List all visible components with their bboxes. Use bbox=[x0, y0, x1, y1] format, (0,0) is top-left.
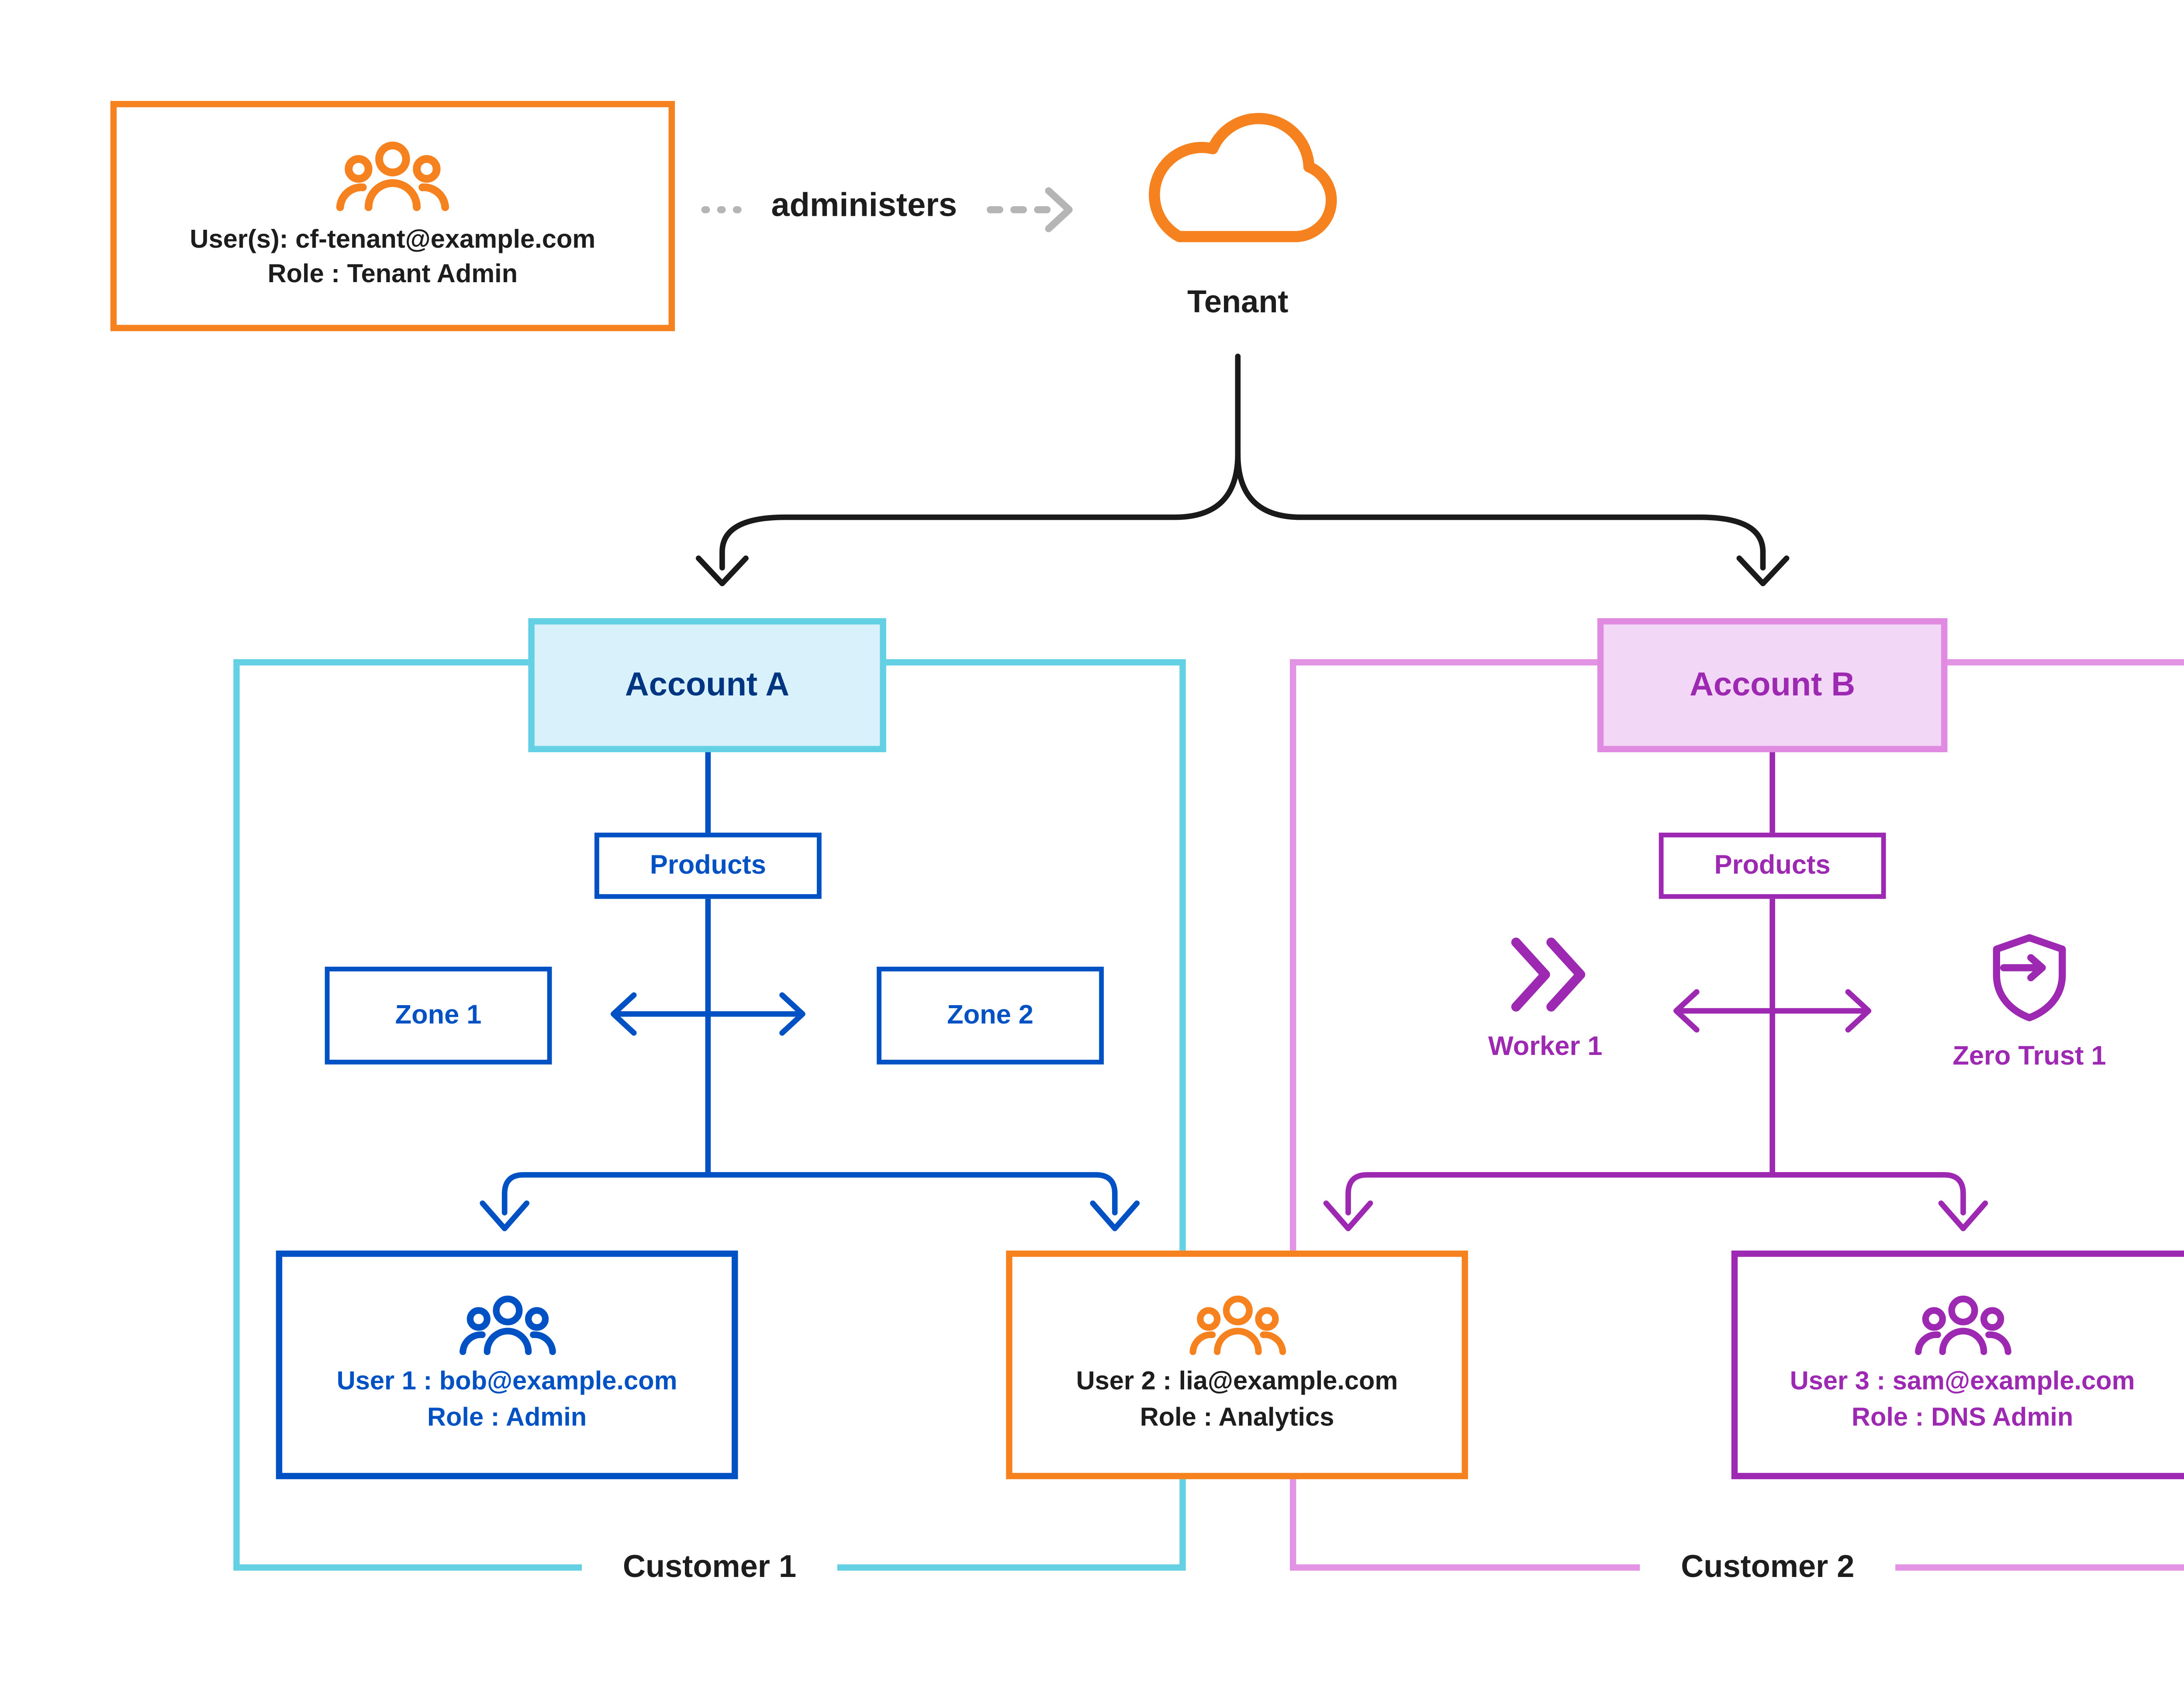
customer-1-label: Customer 1 bbox=[582, 1547, 837, 1590]
customer-2-label: Customer 2 bbox=[1640, 1547, 1896, 1590]
zero-trust-icon bbox=[1984, 930, 2075, 1025]
users-icon bbox=[1914, 1295, 2011, 1358]
user-3-box: User 3 : sam@example.com Role : DNS Admi… bbox=[1731, 1250, 2184, 1480]
zero-trust-item: Zero Trust 1 bbox=[1895, 930, 2163, 1072]
user-2-box: User 2 : lia@example.com Role : Analytic… bbox=[1006, 1250, 1468, 1480]
user-3-role: Role : DNS Admin bbox=[1851, 1403, 2073, 1432]
worker-label: Worker 1 bbox=[1488, 1031, 1603, 1062]
tenant-admin-role-line: Role : Tenant Admin bbox=[267, 260, 518, 289]
account-a-box: Account A bbox=[528, 618, 886, 752]
users-icon bbox=[1188, 1295, 1286, 1358]
users-icon bbox=[458, 1295, 556, 1358]
products-b-box: Products bbox=[1659, 833, 1886, 899]
zone-1-box: Zone 1 bbox=[325, 966, 552, 1065]
user-1-email: User 1 : bob@example.com bbox=[336, 1367, 677, 1396]
account-b-box: Account B bbox=[1597, 618, 1948, 752]
tenant-admin-users-line: User(s): cf-tenant@example.com bbox=[190, 225, 596, 254]
cloud-icon bbox=[1106, 88, 1370, 265]
user-1-box: User 1 : bob@example.com Role : Admin bbox=[276, 1250, 738, 1480]
worker-item: Worker 1 bbox=[1411, 934, 1679, 1063]
user-1-role: Role : Admin bbox=[427, 1403, 587, 1432]
users-icon bbox=[336, 140, 449, 214]
zero-trust-label: Zero Trust 1 bbox=[1952, 1041, 2106, 1071]
workers-icon bbox=[1501, 934, 1590, 1016]
user-2-role: Role : Analytics bbox=[1140, 1403, 1334, 1432]
tenant-admin-box: User(s): cf-tenant@example.com Role : Te… bbox=[110, 101, 675, 332]
user-3-email: User 3 : sam@example.com bbox=[1790, 1367, 2135, 1396]
user-2-email: User 2 : lia@example.com bbox=[1076, 1367, 1398, 1396]
customer-1-frame: Customer 1 bbox=[233, 659, 1186, 1590]
administers-label: administers bbox=[771, 187, 957, 224]
zone-2-box: Zone 2 bbox=[877, 966, 1104, 1065]
tenant-split-connector bbox=[695, 353, 1790, 587]
products-a-box: Products bbox=[594, 833, 822, 899]
tenant-label: Tenant bbox=[1187, 285, 1289, 320]
